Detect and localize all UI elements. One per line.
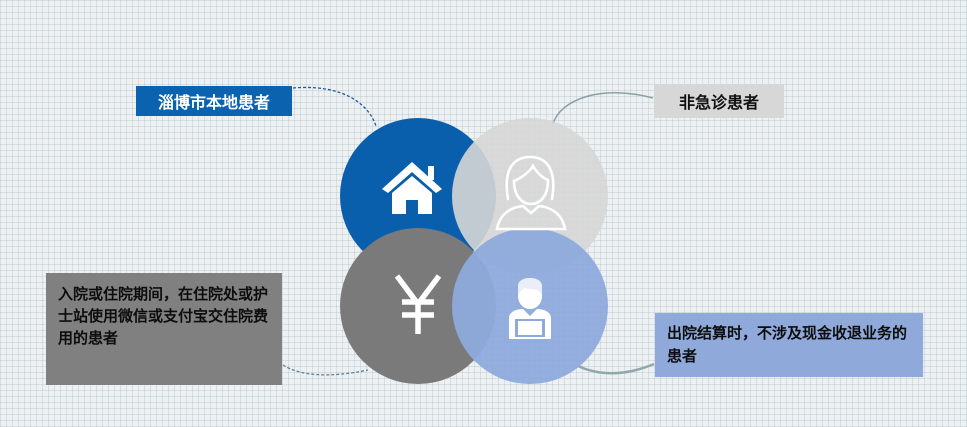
woman-icon <box>495 155 567 231</box>
house-icon <box>382 162 442 214</box>
connector-top-right <box>552 92 654 125</box>
connector-bottom-left <box>282 364 369 376</box>
label-local-patients: 淄博市本地患者 <box>136 86 292 116</box>
worker-laptop-icon <box>509 278 551 339</box>
label-non-emergency-patients: 非急诊患者 <box>654 84 784 118</box>
connector-bottom-right <box>577 362 655 375</box>
yen-icon <box>394 274 442 334</box>
label-payment-patients: 入院或住院期间，在住院处或护士站使用微信或支付宝交住院费用的患者 <box>46 273 282 385</box>
circle-top-right <box>452 118 608 274</box>
connector-top-left <box>292 86 377 127</box>
label-discharge-patients: 出院结算时，不涉及现金收退业务的患者 <box>655 313 923 377</box>
